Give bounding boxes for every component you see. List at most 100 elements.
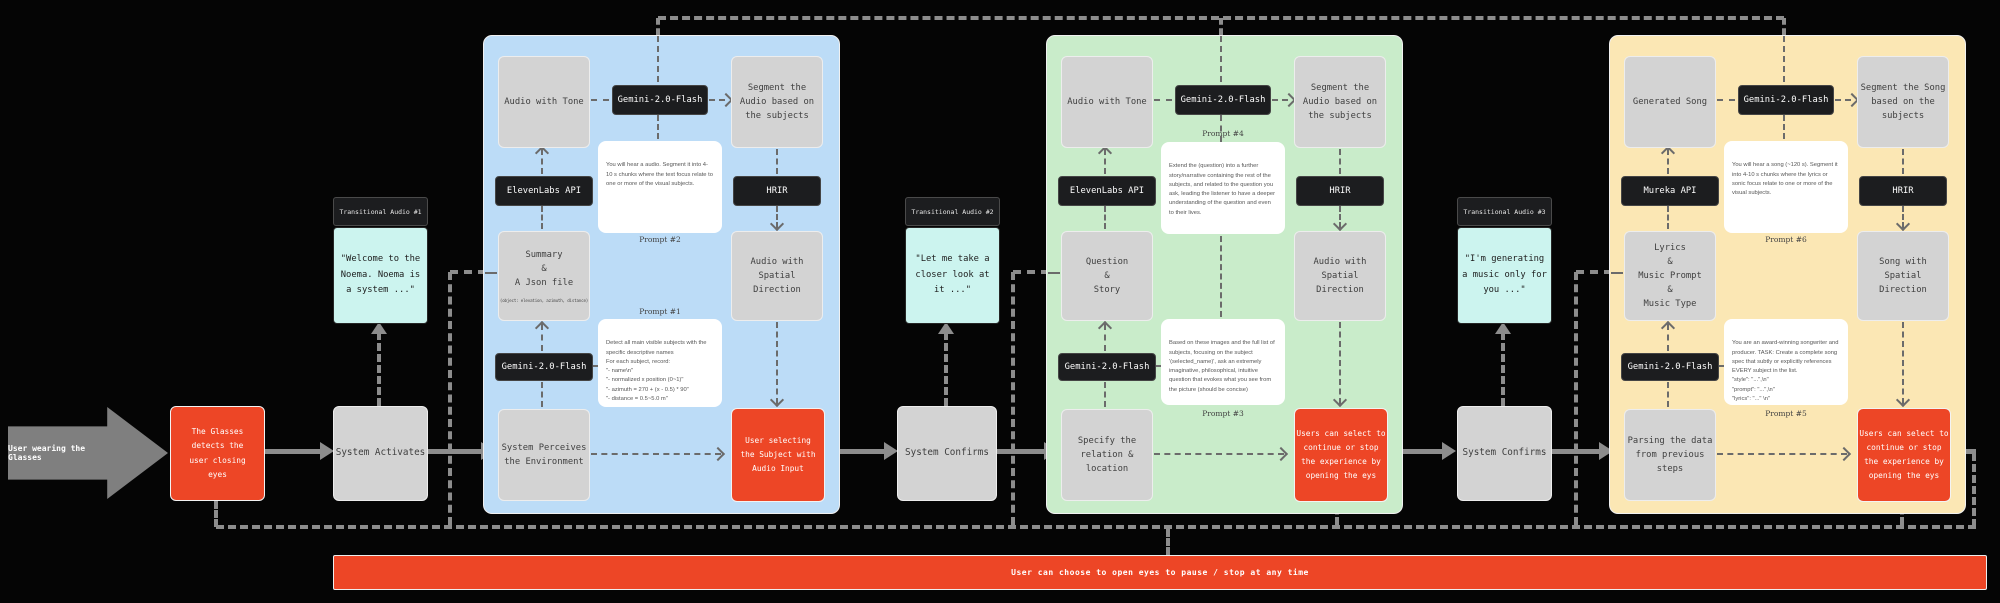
specify-relation-label: Specify the relation & location xyxy=(1077,435,1137,475)
chevron-right-icon xyxy=(710,446,726,462)
prompt-3-caption-text: Prompt #3 xyxy=(1202,409,1244,418)
prompt-note-5-text: You are an award-winning songwriter and … xyxy=(1732,340,1839,402)
specify-relation-box: Specify the relation & location xyxy=(1061,409,1153,501)
generated-song-label: Generated Song xyxy=(1632,96,1708,107)
arrowhead-up-icon xyxy=(938,322,954,334)
gemini-model-label: Gemini-2.0-Flash xyxy=(1627,362,1713,372)
dashed-connector xyxy=(485,272,497,274)
system-confirms-1-box: System Confirms xyxy=(897,406,997,501)
glasses-detect-label: The Glasses detects the user closing eye… xyxy=(189,427,246,479)
prompt-6-caption: Prompt #6 xyxy=(1724,235,1848,244)
dashed-connector xyxy=(1104,382,1106,407)
prompt-note-3-text: Based on these images and the full list … xyxy=(1169,340,1275,393)
audio-spatial-box: Audio with Spatial Direction xyxy=(731,231,823,321)
chevron-down-icon xyxy=(1895,392,1911,408)
hrir-label: HRIR xyxy=(1892,186,1914,196)
riser-stub-blue xyxy=(450,270,486,274)
transitional-audio-2-title: Transitional Audio #2 xyxy=(911,207,994,216)
arrow-stage1-to-confirm1 xyxy=(822,449,884,454)
audio-with-tone-box: Audio with Tone xyxy=(498,56,590,148)
chevron-down-icon xyxy=(1895,216,1911,232)
prompt-6-caption-text: Prompt #6 xyxy=(1765,235,1807,244)
mureka-api-label: Mureka API xyxy=(1643,186,1697,196)
dashed-connector xyxy=(1156,365,1163,367)
gemini-model-label: Gemini-2.0-Flash xyxy=(617,95,703,105)
prompt-note-6-text: You will hear a song (~120 s). Segment i… xyxy=(1732,162,1838,197)
yellow-exit-down-connector xyxy=(1972,453,1976,527)
gemini-model-chip: Gemini-2.0-Flash xyxy=(1175,85,1271,115)
pause-stop-banner-label: User can choose to open eyes to pause / … xyxy=(1011,568,1309,577)
chevron-down-icon xyxy=(1332,392,1348,408)
entry-arrow-label: User wearing the Glasses xyxy=(8,444,86,462)
riser-stub-yellow xyxy=(1576,270,1612,274)
dashed-connector xyxy=(541,206,543,229)
segment-audio-box: Segment the Audio based on the subjects xyxy=(731,56,823,148)
confirm1-to-transitional2-line xyxy=(944,332,948,406)
dashed-connector xyxy=(1104,206,1106,229)
chevron-up-icon xyxy=(534,145,550,161)
prompt-5-caption: Prompt #5 xyxy=(1724,409,1848,418)
bottom-rail-dashed-line xyxy=(216,525,1976,529)
segment-song-box: Segment the Song based on the subjects xyxy=(1857,56,1949,148)
dashed-connector xyxy=(591,99,609,101)
dashed-connector xyxy=(1154,99,1172,101)
prompt-note-2-text: You will hear a audio. Segment it into 4… xyxy=(606,162,713,187)
arrowhead-right-icon xyxy=(1442,442,1456,460)
dashed-connector xyxy=(776,206,778,228)
parsing-data-box: Parsing the data from previous steps xyxy=(1624,409,1716,501)
audio-spatial-box: Audio with Spatial Direction xyxy=(1294,231,1386,321)
prompt-note-4-text: Extend the (question) into a further sto… xyxy=(1169,163,1276,216)
dashed-connector xyxy=(1783,115,1785,139)
dashed-connector xyxy=(541,149,543,174)
segment-audio-label: Segment the Audio based on the subjects xyxy=(739,82,815,122)
transitional-audio-1-title: Transitional Audio #1 xyxy=(339,207,422,216)
gemini-model-label: Gemini-2.0-Flash xyxy=(1064,362,1150,372)
hrir-chip: HRIR xyxy=(1859,176,1947,206)
elevenlabs-api-chip: ElevenLabs API xyxy=(495,176,593,206)
transitional-audio-3-quote-box: "I'm generating a music only for you ...… xyxy=(1457,227,1552,324)
arrowhead-right-icon xyxy=(884,442,898,460)
transitional-audio-2-header: Transitional Audio #2 xyxy=(905,197,1000,226)
dashed-connector xyxy=(1783,36,1785,82)
dashed-connector xyxy=(1902,149,1904,174)
lyrics-music-label: Lyrics & Music Prompt & Music Type xyxy=(1638,242,1702,310)
chevron-down-icon xyxy=(769,216,785,232)
bottom-rail-riser-green xyxy=(1011,272,1015,525)
transitional-audio-1-header: Transitional Audio #1 xyxy=(333,197,428,226)
arrowhead-up-icon xyxy=(371,322,387,334)
hrir-label: HRIR xyxy=(1329,186,1351,196)
elevenlabs-api-chip: ElevenLabs API xyxy=(1058,176,1156,206)
dashed-connector xyxy=(1339,322,1341,404)
transitional-audio-2-quote: "Let me take a closer look at it ..." xyxy=(915,253,990,296)
stage3-panel: Generated Song Gemini-2.0-Flash Segment … xyxy=(1609,35,1966,514)
chevron-down-icon xyxy=(1332,216,1348,232)
user-selecting-label: User selecting the Subject with Audio In… xyxy=(740,435,816,474)
bottom-rail-to-red-bar-connector xyxy=(1166,529,1170,555)
audio-spatial-label: Audio with Spatial Direction xyxy=(1313,256,1367,296)
generated-song-box: Generated Song xyxy=(1624,56,1716,148)
question-story-box: Question & Story xyxy=(1061,231,1153,321)
user-continue-stop-label: Users can select to continue or stop the… xyxy=(1296,428,1386,481)
user-continue-stop-box: Users can select to continue or stop the… xyxy=(1294,408,1388,502)
prompt-1-caption: Prompt #1 xyxy=(598,307,722,316)
activate-to-transitional1-line xyxy=(377,332,381,406)
arrow-confirm1-to-stage2 xyxy=(996,449,1044,454)
gemini-model-chip: Gemini-2.0-Flash xyxy=(1738,85,1834,115)
user-continue-stop-box: Users can select to continue or stop the… xyxy=(1857,408,1951,502)
dashed-connector xyxy=(1339,206,1341,228)
prompt-5-caption-text: Prompt #5 xyxy=(1765,409,1807,418)
prompt-note-6: You will hear a song (~120 s). Segment i… xyxy=(1724,141,1848,233)
dashed-connector xyxy=(1719,365,1726,367)
arrow-activate-to-stage1 xyxy=(427,449,481,454)
dashed-connector xyxy=(1339,149,1341,174)
glasses-detect-box: The Glasses detects the user closing eye… xyxy=(170,406,265,501)
chevron-up-icon xyxy=(1097,145,1113,161)
audio-with-tone-label: Audio with Tone xyxy=(1067,96,1147,107)
gemini-model-chip: Gemini-2.0-Flash xyxy=(495,353,593,381)
dashed-connector xyxy=(1220,115,1222,142)
gemini-model-label: Gemini-2.0-Flash xyxy=(1180,95,1266,105)
prompt-3-caption: Prompt #3 xyxy=(1161,409,1285,418)
dashed-connector xyxy=(1220,236,1222,317)
song-spatial-box: Song with Spatial Direction xyxy=(1857,231,1949,321)
